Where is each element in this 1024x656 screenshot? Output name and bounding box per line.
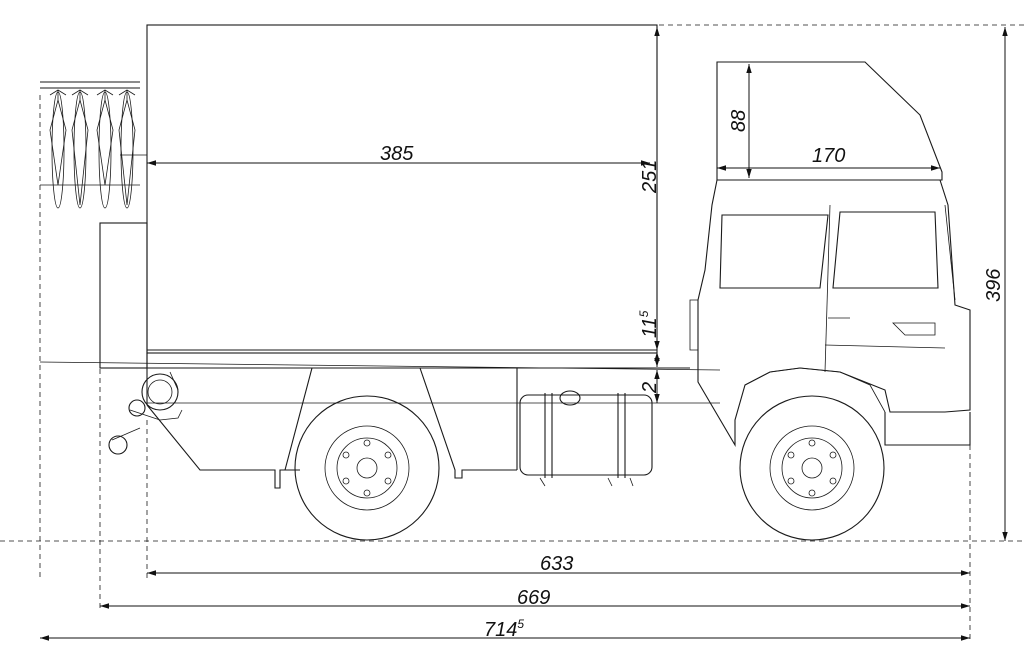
label-roof-spoiler-length: 170 — [812, 145, 845, 167]
label-floor-thickness: 115 — [637, 310, 661, 338]
dimension-lines — [40, 27, 1008, 641]
rear-wheel — [294, 395, 440, 541]
label-roof-spoiler-height: 88 — [728, 110, 750, 132]
label-wheelbase-length: 633 — [540, 553, 573, 575]
bicycle — [118, 89, 136, 209]
label-floor-gap: 2 — [639, 382, 661, 394]
chassis-subframe — [146, 367, 720, 489]
cargo-box — [99, 24, 658, 369]
spare-wheel-carrier — [108, 371, 183, 455]
label-length-with-box: 669 — [517, 587, 550, 609]
bicycle — [96, 89, 114, 209]
reference-lines — [0, 24, 1024, 640]
bicycle — [71, 89, 89, 209]
label-body-length: 385 — [380, 143, 414, 165]
label-overall-length: 7145 — [484, 617, 524, 641]
bicycle-rack — [40, 81, 147, 209]
cab — [689, 61, 971, 448]
label-overall-height: 396 — [983, 268, 1005, 302]
label-body-height: 251 — [639, 160, 661, 194]
front-wheel — [739, 395, 885, 541]
bicycle — [49, 89, 67, 209]
dimension-labels: 7145 669 633 385 170 251 115 2 396 88 — [380, 110, 1005, 641]
fuel-tank — [519, 390, 653, 487]
